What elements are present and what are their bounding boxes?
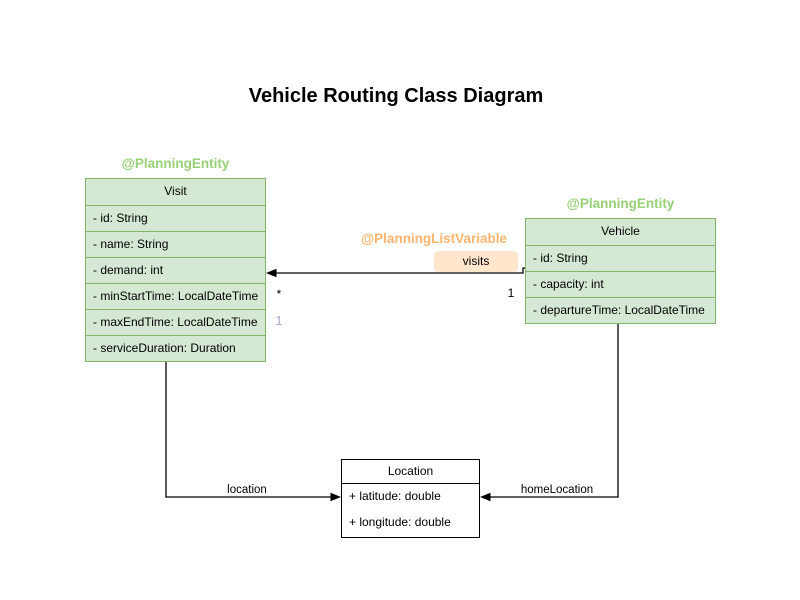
class-visit-attribute: - name: String (86, 231, 265, 257)
home-location-edge-arrowhead-icon (480, 492, 491, 502)
location-edge (165, 362, 331, 498)
visit-planning-entity-annotation: @PlanningEntity (121, 156, 230, 171)
visits-edge-label[interactable]: visits (434, 251, 518, 272)
visits-target-multiplicity: * (276, 287, 282, 301)
class-visit-attribute: - id: String (86, 205, 265, 231)
class-visit-attribute: - demand: int (86, 257, 265, 283)
location-edge-arrowhead-icon (330, 492, 341, 502)
class-vehicle-attribute: - id: String (526, 245, 715, 271)
location-edge-label: location (227, 484, 267, 496)
class-vehicle[interactable]: Vehicle - id: String - capacity: int - d… (525, 218, 716, 324)
visits-secondary-multiplicity: 1 (275, 313, 283, 328)
class-visit-attribute: - serviceDuration: Duration (86, 335, 265, 361)
class-vehicle-attribute: - capacity: int (526, 271, 715, 297)
vehicle-planning-entity-annotation: @PlanningEntity (566, 196, 675, 211)
class-vehicle-name: Vehicle (601, 224, 640, 238)
class-location[interactable]: Location + latitude: double + longitude:… (341, 459, 480, 538)
class-vehicle-attribute: - departureTime: LocalDateTime (526, 297, 715, 323)
home-location-edge (490, 324, 619, 498)
planning-list-variable-annotation: @PlanningListVariable (361, 231, 507, 246)
class-visit[interactable]: Visit - id: String - name: String - dema… (85, 178, 266, 362)
class-location-attribute: + longitude: double (349, 515, 451, 529)
class-visit-attribute: - minStartTime: LocalDateTime (86, 283, 265, 309)
home-location-edge-label: homeLocation (520, 484, 594, 496)
class-visit-attribute: - maxEndTime: LocalDateTime (86, 309, 265, 335)
class-visit-name: Visit (164, 184, 187, 198)
visits-edge-arrowhead-icon (266, 268, 277, 278)
visits-source-multiplicity: 1 (507, 286, 515, 300)
class-location-name: Location (342, 460, 479, 484)
diagram-title: Vehicle Routing Class Diagram (248, 85, 544, 107)
class-location-attribute: + latitude: double (349, 489, 441, 503)
